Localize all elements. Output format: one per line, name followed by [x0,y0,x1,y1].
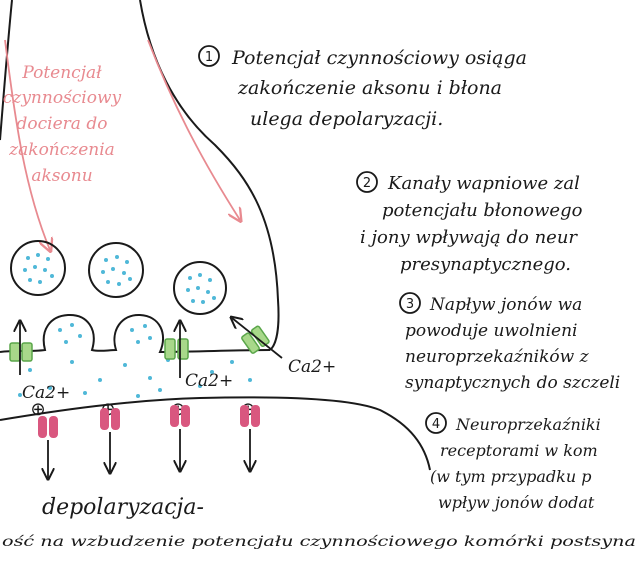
annotation-text: Potencjał czynnościowy dociera do zakońc… [3,63,122,186]
step-line: zakończenie aksonu i błona [237,77,502,99]
arrow-icon [232,318,283,359]
step-number: 4 [432,417,440,432]
step-line: (w tym przypadku p [430,467,591,486]
vesicle-icon [173,261,227,315]
step-line: Potencjał czynnościowy osiąga [231,47,527,69]
positive-charge-icon: ⊕ [30,399,45,420]
step-line: Neuroprzekaźniki [455,415,601,434]
step-line: potencjału błonowego [382,200,583,221]
annotation-arrow-left [4,39,50,250]
annotation-line-4: zakończenia [8,140,115,160]
receptor-icon [100,408,120,430]
step-line: presynaptycznego. [400,254,571,275]
ion-label-1: Ca2+ [22,383,70,403]
step-number: 1 [205,50,213,65]
step-number: 2 [363,176,371,191]
step-line: i jony wpływają do neur [360,227,578,248]
presynaptic-membrane-bottom [0,313,271,354]
step-line: Kanały wapniowe zal [387,173,580,194]
presynaptic-membrane-left [0,0,13,141]
vesicle-icon [88,242,144,298]
postsynaptic-membrane [0,396,431,471]
fusing-vesicle-contents [58,323,152,344]
step-number: 3 [406,297,414,312]
step-line: receptorami w kom [440,441,598,460]
step-line: synaptycznych do szczeli [405,373,620,393]
step-line: powoduje uwolnieni [405,321,577,341]
step-line: neuroprzekaźników z [405,347,590,367]
step-1: 1 Potencjał czynnościowy osiąga zakończe… [198,45,527,130]
step-2: 2 Kanały wapniowe zal potencjału błonowe… [356,171,583,275]
ion-label-2: Ca2+ [185,371,233,391]
ion-label-3: Ca2+ [288,357,336,377]
vesicle-icon [10,240,66,296]
annotation-line-5: aksonu [31,166,92,186]
annotation-line-3: dociera do [17,114,108,134]
annotation-line-1: Potencjał [21,63,102,83]
receptor-icon [38,416,58,438]
calcium-channel-icon [164,338,189,360]
step-line: ulega depolaryzacji. [250,108,443,130]
step-4: 4 Neuroprzekaźniki receptorami w kom (w … [425,412,601,512]
step-line: Napływ jonów wa [429,295,582,315]
step-line: wpływ jonów dodat [438,493,595,512]
annotation-line-2: czynnościowy [3,88,122,108]
bottom-caption: ość na wzbudzenie potencjału czynnościow… [2,534,636,550]
step-3: 3 Napływ jonów wa powoduje uwolnieni neu… [399,292,620,393]
receptor-icon [170,405,190,427]
receptor-icon [240,405,260,427]
bottom-title: depolaryzacja- [42,495,204,520]
annotation-arrow-right [147,39,240,220]
